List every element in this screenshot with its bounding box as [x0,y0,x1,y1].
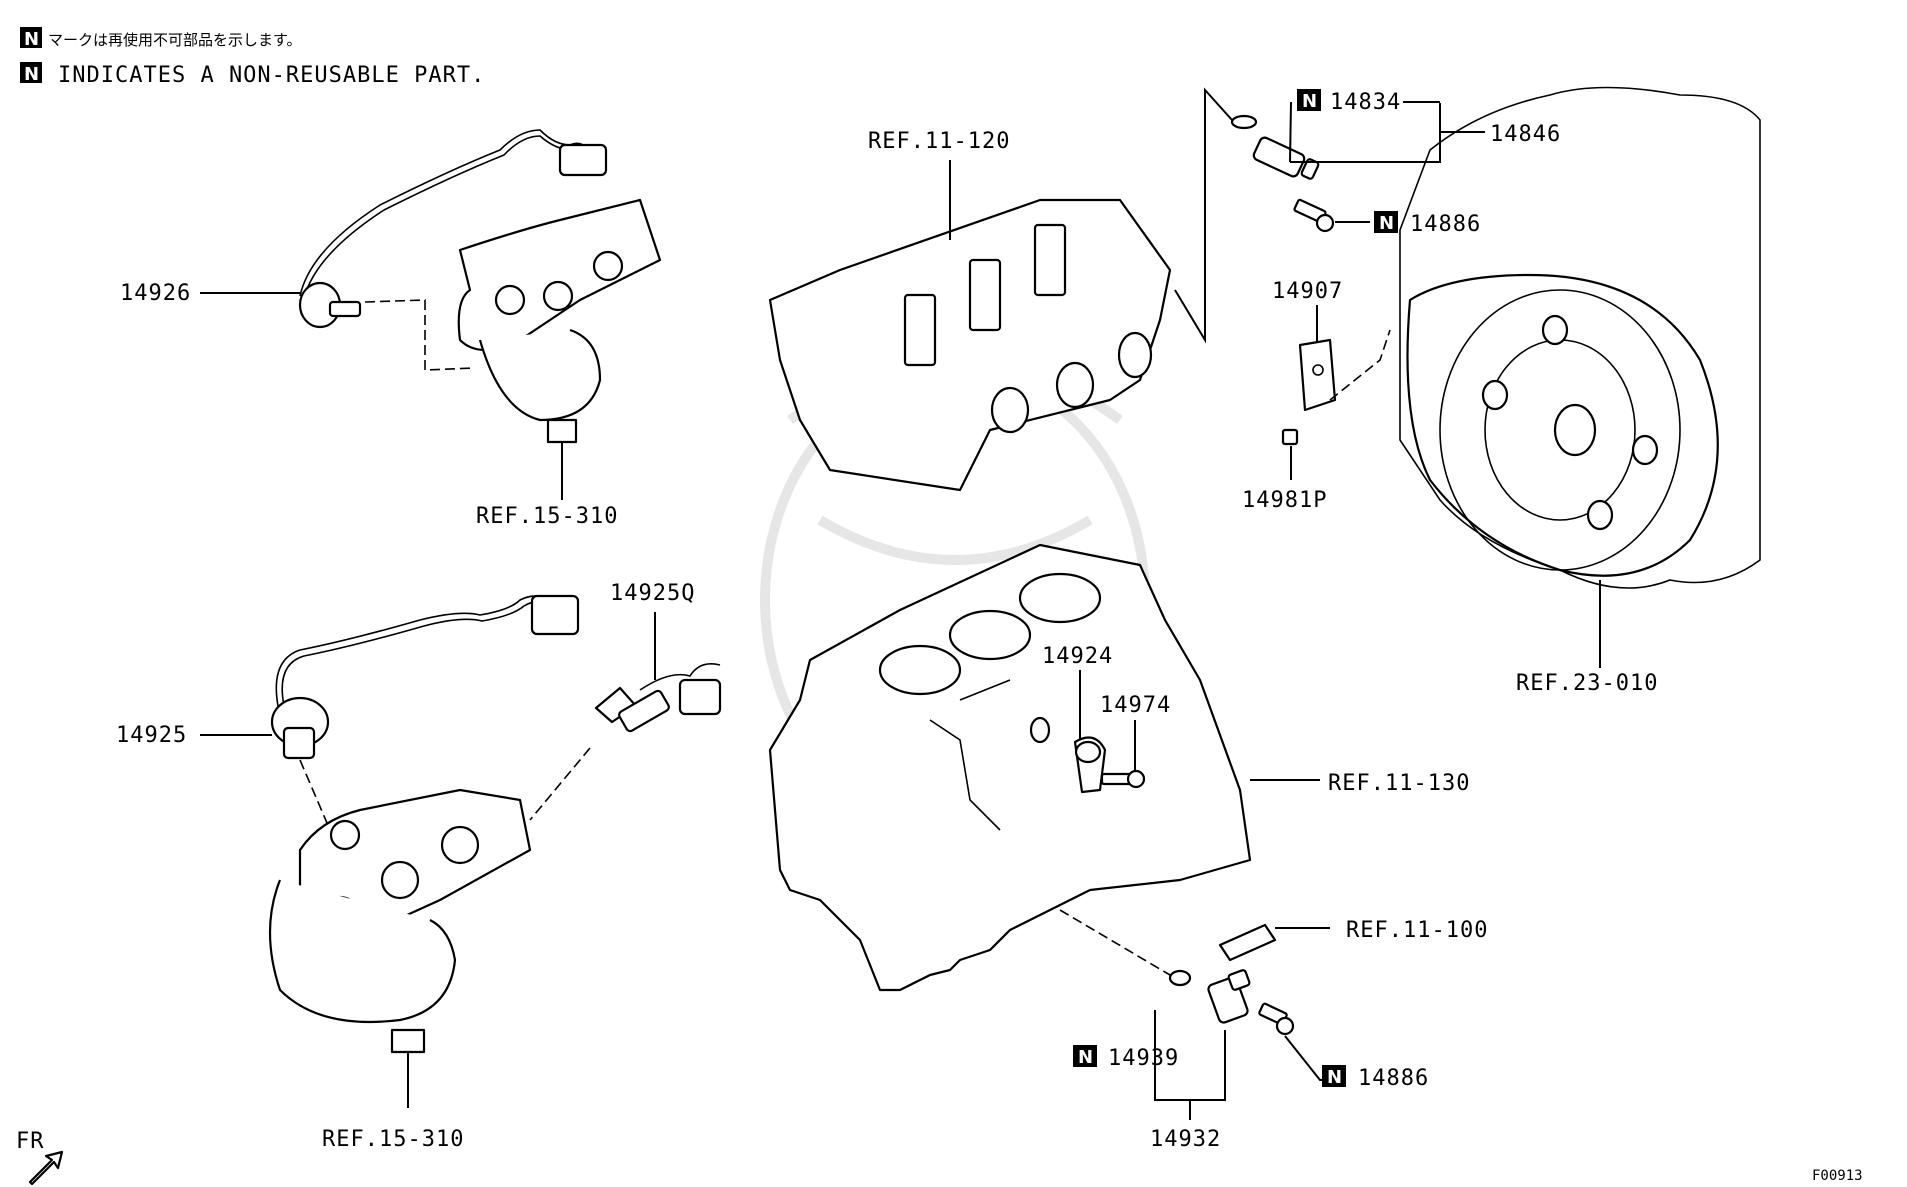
legend: N マークは再使用不可部品を示します。 N INDICATES A NON-RE… [20,27,485,88]
upper-oxygen-sensor-group [298,129,662,500]
lower-sensor-connector[interactable] [530,594,580,636]
label-14925q[interactable]: 14925Q [610,581,695,606]
cam-sensor-14846[interactable] [1252,136,1306,178]
label-ref-23-010[interactable]: REF.23-010 [1516,671,1658,696]
callout-labels: N 14834 14846 N 14886 14907 14981P REF.1… [16,89,1863,1184]
label-ref-11-100[interactable]: REF.11-100 [1346,918,1488,943]
rear-sensor-connector[interactable] [678,678,722,716]
crank-position-sensor-group [1154,923,1332,1120]
figure-id: F00913 [1812,1168,1863,1184]
front-direction-arrow [28,1150,64,1186]
o-ring-14834[interactable] [1230,114,1258,130]
label-ref-11-130[interactable]: REF.11-130 [1328,771,1470,796]
cam-position-sensor-group [1230,101,1485,233]
legend-badge-letter: N [24,64,39,85]
knock-sensor-group [1073,670,1146,794]
label-14974[interactable]: 14974 [1100,693,1171,718]
label-14932[interactable]: 14932 [1150,1127,1221,1152]
dipstick-tube [1218,923,1277,962]
non-reusable-badge [1073,1045,1097,1067]
label-14939[interactable]: 14939 [1108,1046,1179,1071]
non-reusable-badge [1322,1065,1346,1087]
label-14924[interactable]: 14924 [1042,644,1113,669]
badge-letter: N [1302,91,1317,112]
label-14926[interactable]: 14926 [120,281,191,306]
bolt-14981p[interactable] [1281,428,1299,446]
badge-letter: N [1327,1067,1342,1088]
badge-letter: N [1379,213,1394,234]
label-14925[interactable]: 14925 [116,723,187,748]
bracket-group [1281,305,1391,480]
legend-japanese-text: マークは再使用不可部品を示します。 [48,31,302,49]
label-ref-15-310-upper[interactable]: REF.15-310 [476,504,618,529]
badge-letter: N [1078,1047,1093,1068]
cylinder-block [768,543,1320,992]
non-reusable-badge [20,27,42,48]
non-reusable-badge [20,62,42,83]
arrow-icon [28,1150,64,1186]
legend-badge-letter: N [24,29,39,50]
non-reusable-badge [1297,89,1321,111]
label-14886-lower[interactable]: 14886 [1358,1066,1429,1091]
label-14907[interactable]: 14907 [1272,279,1343,304]
o-ring-14939[interactable] [1168,969,1192,987]
upper-sensor-connector[interactable] [558,143,608,177]
cylinder-head [768,87,1233,492]
front-label: FR [16,1129,45,1154]
label-14834[interactable]: 14834 [1330,90,1401,115]
rear-oxygen-sensor-14925q[interactable] [618,689,671,733]
label-14846[interactable]: 14846 [1490,122,1561,147]
upper-exhaust-manifold [457,198,662,351]
lower-oxygen-sensor-group [268,594,722,1108]
non-reusable-badge [1374,211,1398,233]
label-ref-11-120[interactable]: REF.11-120 [868,129,1010,154]
legend-english-text: INDICATES A NON-REUSABLE PART. [58,63,485,88]
label-ref-15-310-lower[interactable]: REF.15-310 [322,1127,464,1152]
label-14886-upper[interactable]: 14886 [1410,212,1481,237]
label-14981p[interactable]: 14981P [1242,488,1327,513]
transmission-housing [1399,86,1761,668]
